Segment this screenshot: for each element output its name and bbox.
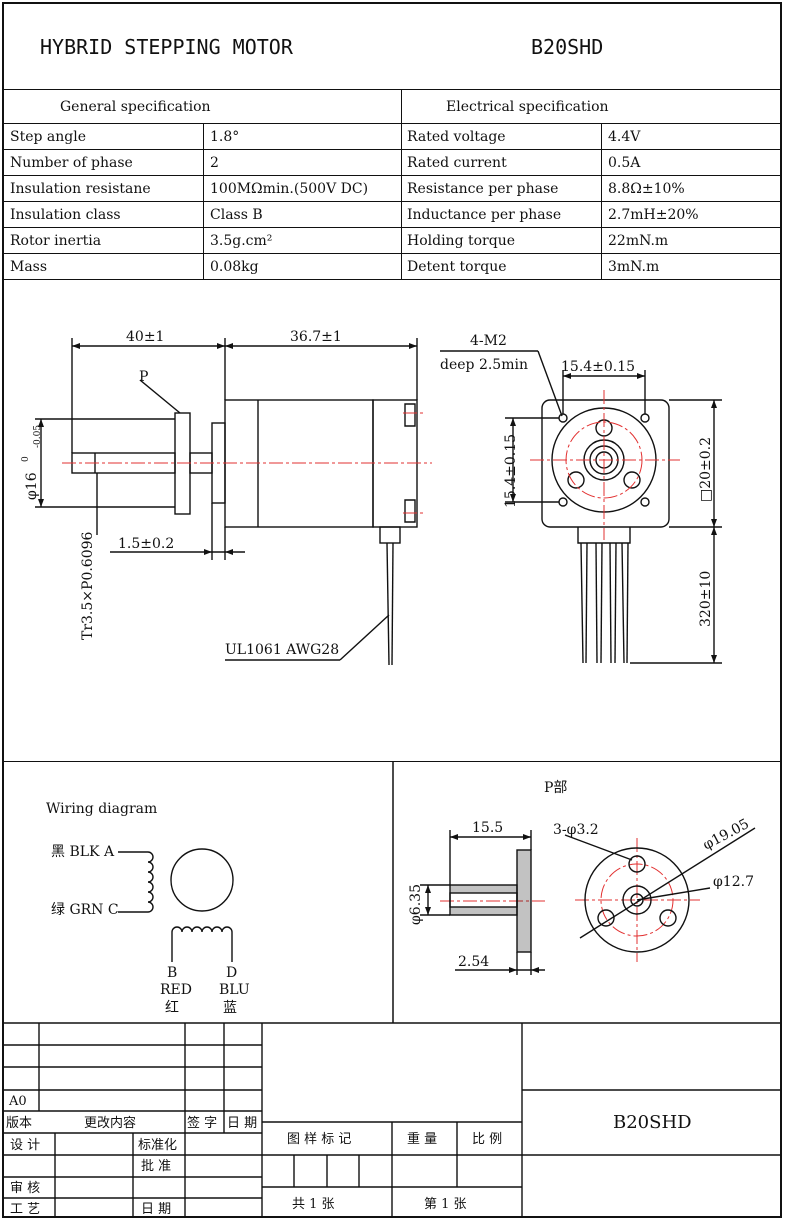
tb-weight: 重 量 <box>407 1131 437 1147</box>
tb-mark: 图 样 标 记 <box>287 1132 351 1147</box>
thread-spec: Tr3.5×P0.6096 <box>80 531 96 640</box>
dim-lead-length: 320±10 <box>698 571 714 627</box>
electrical-spec-heading: Electrical specification <box>446 99 609 115</box>
p-flange-front <box>584 847 690 953</box>
product-title: HYBRID STEPPING MOTOR <box>40 35 293 59</box>
p-marker: P <box>139 369 148 385</box>
dim-hole-pitch-h: 15.4±0.15 <box>561 359 635 375</box>
tb-process: 工 艺 <box>10 1202 40 1217</box>
rotor-circle <box>170 848 234 912</box>
tb-approve: 批 准 <box>141 1159 171 1174</box>
p-detail-title: P部 <box>544 780 567 796</box>
dim-shaft-length: 40±1 <box>126 329 164 345</box>
dim-hole-pitch-v: 15.4±0.15 <box>503 434 519 508</box>
tb-review: 审 核 <box>10 1181 40 1196</box>
spec-label: Number of phase <box>10 155 133 171</box>
p-flange <box>516 849 532 953</box>
tb-change: 更改内容 <box>84 1115 136 1131</box>
dim-square: □20±0.2 <box>698 437 714 502</box>
spec-value: 4.4V <box>608 129 641 145</box>
spec-label: Insulation resistane <box>10 181 151 197</box>
spec-value: 22mN.m <box>608 233 669 249</box>
wire-b-cn: 红 <box>165 1000 179 1016</box>
spec-label: Rated current <box>407 155 507 171</box>
dim-shaft-tol-lower: -0.05 <box>33 425 43 448</box>
wire-b-letter: B <box>167 965 177 981</box>
spec-value: 0.08kg <box>210 259 259 275</box>
spec-label: Rotor inertia <box>10 233 102 249</box>
dim-body-length: 36.7±1 <box>290 329 342 345</box>
spec-value: 0.5A <box>608 155 641 171</box>
spec-label: Detent torque <box>407 259 507 275</box>
p-dim-15-5: 15.5 <box>472 820 503 836</box>
holes-depth: deep 2.5min <box>440 357 528 373</box>
wire-d-color: BLU <box>219 982 250 998</box>
spec-value: 2 <box>210 155 219 171</box>
tb-date2: 日 期 <box>141 1202 171 1217</box>
spec-label: Insulation class <box>10 207 121 223</box>
spec-label: Inductance per phase <box>407 207 562 223</box>
product-model: B20SHD <box>531 35 604 59</box>
p-dim-2-54: 2.54 <box>458 954 489 970</box>
tb-design: 设 计 <box>10 1138 40 1153</box>
wire-d-letter: D <box>226 965 237 981</box>
spec-label: Mass <box>10 259 48 275</box>
spec-value: 100MΩmin.(500V DC) <box>210 181 369 197</box>
front-square <box>541 399 670 528</box>
tb-a0: A0 <box>8 1094 27 1109</box>
tb-date: 日 期 <box>227 1116 257 1131</box>
cable-spec: UL1061 AWG28 <box>225 642 339 658</box>
tb-drawing-no: B20SHD <box>613 1112 692 1133</box>
spec-value: Class B <box>210 207 263 223</box>
spec-label: Holding torque <box>407 233 515 249</box>
spec-label: Resistance per phase <box>407 181 559 197</box>
tb-total: 共 1 张 <box>292 1197 335 1212</box>
dim-shaft-tol-upper: 0 <box>21 456 31 462</box>
spec-value: 1.8° <box>210 129 240 145</box>
tb-version: 版本 <box>6 1116 32 1131</box>
general-spec-heading: General specification <box>60 99 211 115</box>
spec-label: Rated voltage <box>407 129 506 145</box>
wire-d-cn: 蓝 <box>223 1000 237 1016</box>
p-dia-pitch: φ12.7 <box>713 874 754 890</box>
wire-a-label: 黑 BLK A <box>51 844 115 860</box>
spec-label: Step angle <box>10 129 87 145</box>
tb-ratio: 比 例 <box>472 1132 502 1147</box>
tb-sheet: 第 1 张 <box>424 1197 467 1212</box>
spec-value: 2.7mH±20% <box>608 207 699 223</box>
wire-c-label: 绿 GRN C <box>51 902 119 918</box>
tb-standard: 标准化 <box>138 1138 177 1153</box>
p-holes: 3-φ3.2 <box>553 822 599 838</box>
wiring-title: Wiring diagram <box>46 801 157 817</box>
wire-b-color: RED <box>160 982 192 998</box>
tb-sign: 签 字 <box>187 1115 217 1131</box>
holes-label: 4-M2 <box>470 333 507 349</box>
lead-exit <box>379 526 401 544</box>
dim-flange-thk: 1.5±0.2 <box>118 536 174 552</box>
spec-value: 3.5g.cm² <box>210 233 273 249</box>
spec-value: 8.8Ω±10% <box>608 181 685 197</box>
p-dim-6-35: φ6.35 <box>408 884 424 925</box>
dim-shaft-dia: φ16 <box>24 472 40 500</box>
spec-value: 3mN.m <box>608 259 660 275</box>
